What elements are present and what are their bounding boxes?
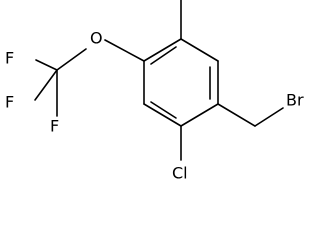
molecule-diagram: Br Cl O F F F [5, 0, 304, 183]
ch2-bond [217, 103, 256, 127]
chlorine-label: Cl [172, 164, 188, 183]
fluorine-label: F [50, 117, 59, 136]
c-f-bond [34, 69, 58, 101]
ring-double-bond [150, 46, 177, 65]
oxygen-label: O [90, 29, 103, 48]
structure-canvas: Br Cl O F F F [5, 0, 304, 183]
fluorine-label: F [5, 93, 14, 112]
ring-bond [143, 103, 182, 127]
ring-bond [143, 38, 182, 62]
o-c-bond [56, 48, 87, 71]
ring-double-bond [150, 101, 177, 119]
fluorine-label: F [5, 49, 14, 68]
c-o-bond [104, 39, 145, 62]
bromine-label: Br [286, 91, 304, 110]
ring-bond [180, 38, 219, 62]
ring-bond [180, 103, 219, 127]
c-br-bond [254, 107, 284, 127]
c-f-bond [35, 59, 58, 71]
